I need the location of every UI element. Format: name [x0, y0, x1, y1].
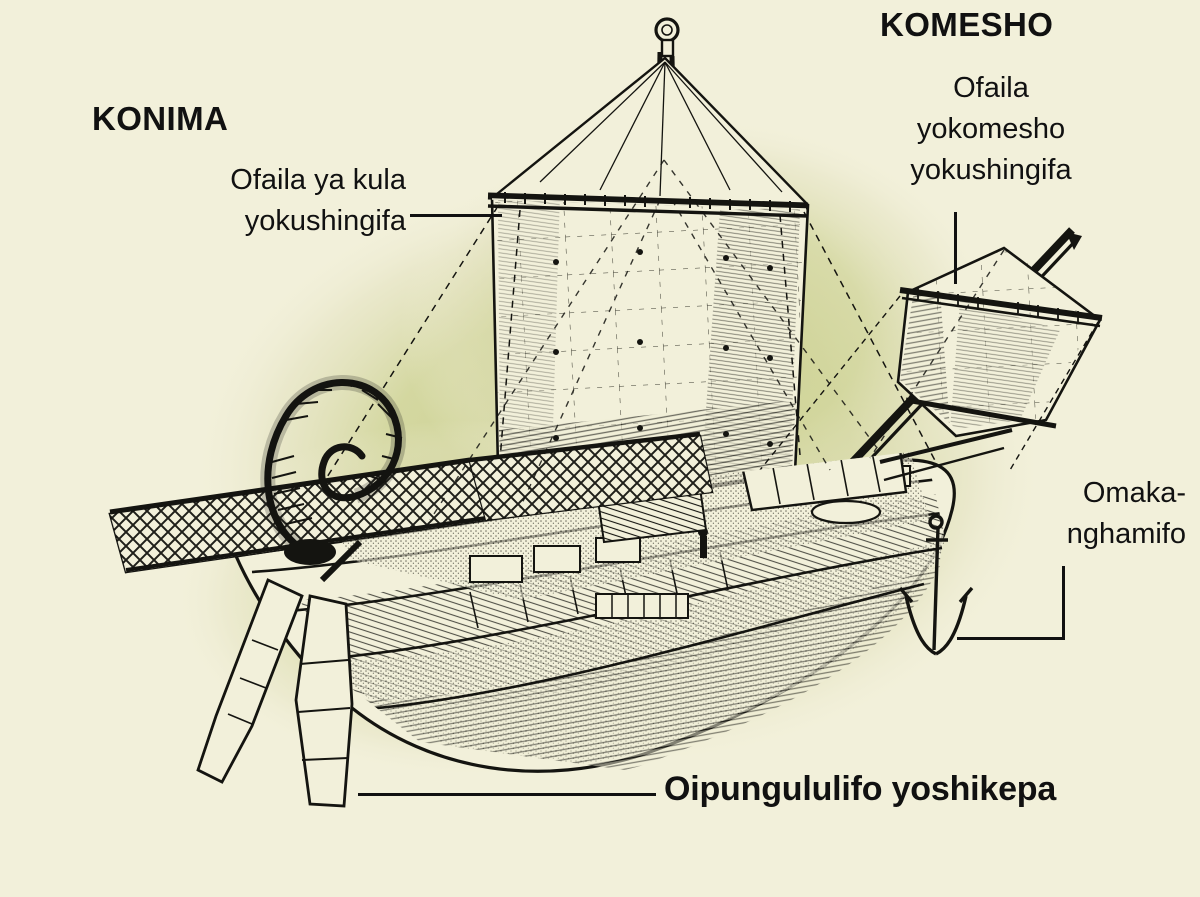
leader-line-anchor-horizontal: [957, 637, 1065, 640]
leader-line-stern: [410, 214, 502, 217]
aplustre-swan-neck: [260, 375, 406, 565]
leader-line-hull: [358, 793, 656, 796]
leader-line-anchor-vertical: [1062, 566, 1065, 640]
rigging: [429, 159, 1005, 521]
label-anchor-body: Omaka- nghamifo: [1066, 477, 1186, 550]
masthead-finial-icon: [654, 17, 680, 58]
label-stern-heading: KONIMA: [92, 100, 229, 137]
leader-line-bow: [954, 212, 957, 284]
label-hull-body: Oipungululifo yoshikepa: [664, 770, 1057, 808]
anchor-icon: [898, 514, 974, 656]
bowsprit: [879, 428, 1013, 482]
label-bow-body: Ofaila yokomesho yokushingifa: [910, 72, 1072, 187]
label-bow-heading: KOMESHO: [880, 6, 1054, 43]
steering-oars: [196, 539, 363, 808]
label-stern-body: Ofaila ya kula yokushingifa: [230, 164, 406, 238]
